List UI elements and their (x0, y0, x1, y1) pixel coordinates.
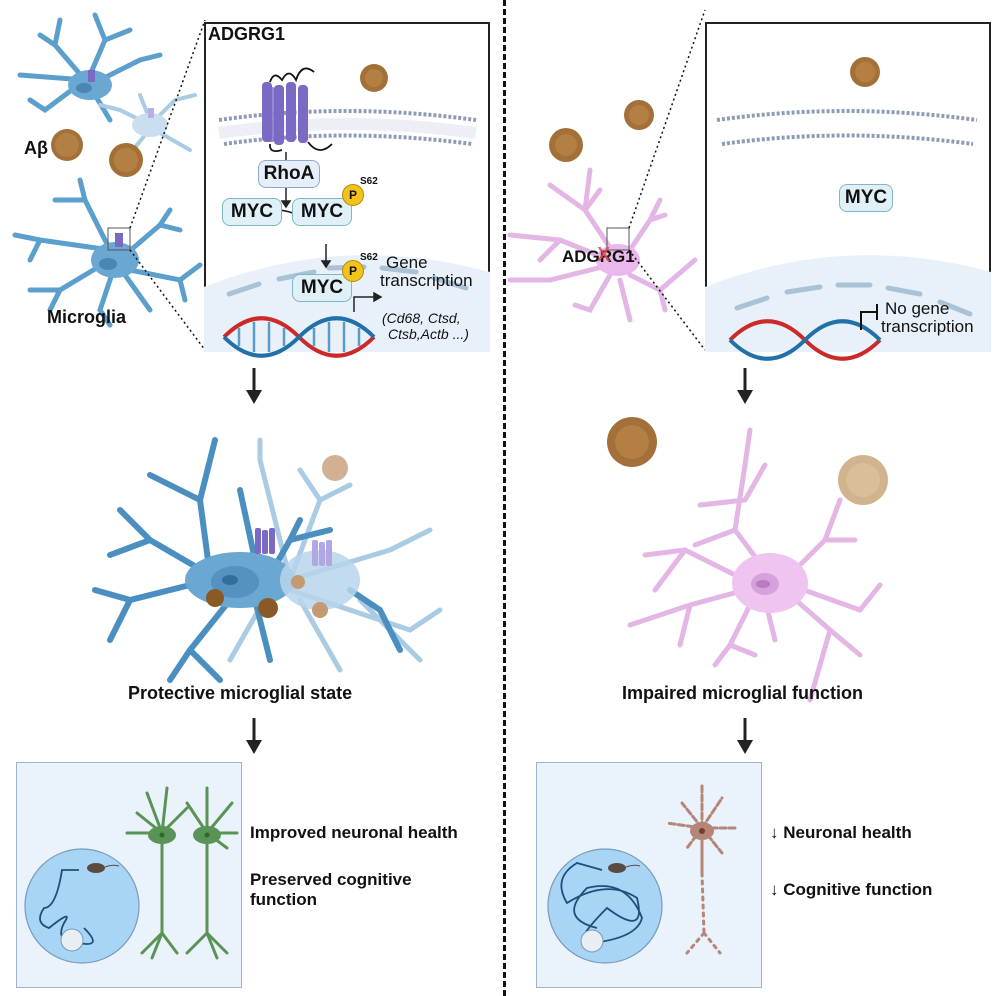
down-arrow-right-2 (737, 718, 753, 754)
outcome-neuronal-health-text: Neuronal health (783, 823, 912, 842)
abeta-label: Aβ (24, 138, 48, 158)
damaged-neuron (665, 781, 739, 955)
left-signaling-inset: ADGRG1 RhoA MYC MYC P S62 MYC P S62 Gene… (204, 22, 490, 358)
no-gene-transcription-label: No gene transcription (881, 299, 974, 336)
gene-transcription-label: Gene transcription (380, 253, 473, 290)
down-arrow-right-1 (737, 368, 753, 404)
myc-node: MYC (222, 198, 282, 226)
outcome-improved-neuronal-health: Improved neuronal health (250, 823, 458, 842)
outcome-neuronal-health: ↓ Neuronal health (770, 823, 912, 843)
no-gene-transcription-line1: No gene (885, 299, 950, 318)
target-genes-line1: (Cd68, Ctsd, (382, 310, 461, 326)
adgrg1-receptor-label: ADGRG1 (208, 24, 286, 44)
protective-microglia-illustration (92, 437, 443, 683)
phospho-site-label: S62 (360, 176, 378, 187)
phospho-badge: P (342, 184, 364, 206)
down-arrow-left-2 (246, 718, 262, 754)
microglia-cluster-illustration (12, 12, 206, 351)
outcome-preserved-line2: function (250, 890, 318, 909)
impaired-state-label: Impaired microglial function (622, 683, 864, 703)
right-outcome-box (536, 762, 762, 988)
water-maze-impaired (547, 848, 663, 964)
gene-transcription-line2: transcription (380, 271, 473, 290)
water-maze-healthy (24, 848, 140, 964)
down-arrow-icon: ↓ (770, 823, 779, 842)
outcome-cognitive-function-text: Cognitive function (783, 880, 933, 899)
outcome-preserved-cognitive-function: Preserved cognitive function (250, 870, 412, 910)
outcome-cognitive-function: ↓ Cognitive function (770, 880, 932, 900)
down-arrow-icon: ↓ (770, 880, 779, 899)
target-genes-label: (Cd68, Ctsd, Ctsb,Actb ...) (382, 310, 469, 342)
microglia-label: Microglia (47, 307, 127, 327)
myc-phosphorylated-node: MYC (292, 198, 352, 226)
knockout-x-mark: X (597, 244, 611, 266)
healthy-neurons (125, 786, 239, 960)
myc-nuclear-node: MYC (292, 274, 352, 302)
panel-divider (503, 0, 506, 996)
impaired-microglia-illustration (607, 417, 888, 703)
knockout-microglia-illustration (507, 9, 706, 351)
protective-state-label: Protective microglial state (128, 683, 353, 703)
rhoa-node: RhoA (258, 160, 320, 188)
down-arrow-left-1 (246, 368, 262, 404)
no-gene-transcription-line2: transcription (881, 317, 974, 336)
nucleus-region-right (705, 57, 991, 361)
target-genes-line2: Ctsb,Actb ...) (388, 326, 469, 342)
left-outcome-box (16, 762, 242, 988)
phospho-badge-nuclear: P (342, 260, 364, 282)
myc-inactive-node: MYC (839, 184, 893, 212)
gene-transcription-line1: Gene (386, 253, 428, 272)
outcome-preserved-line1: Preserved cognitive (250, 870, 412, 889)
right-signaling-inset: MYC No gene transcription (705, 22, 991, 361)
phospho-site-nuclear-label: S62 (360, 252, 378, 263)
adgrg1-knockout-label: ADGRG1 (562, 247, 635, 266)
